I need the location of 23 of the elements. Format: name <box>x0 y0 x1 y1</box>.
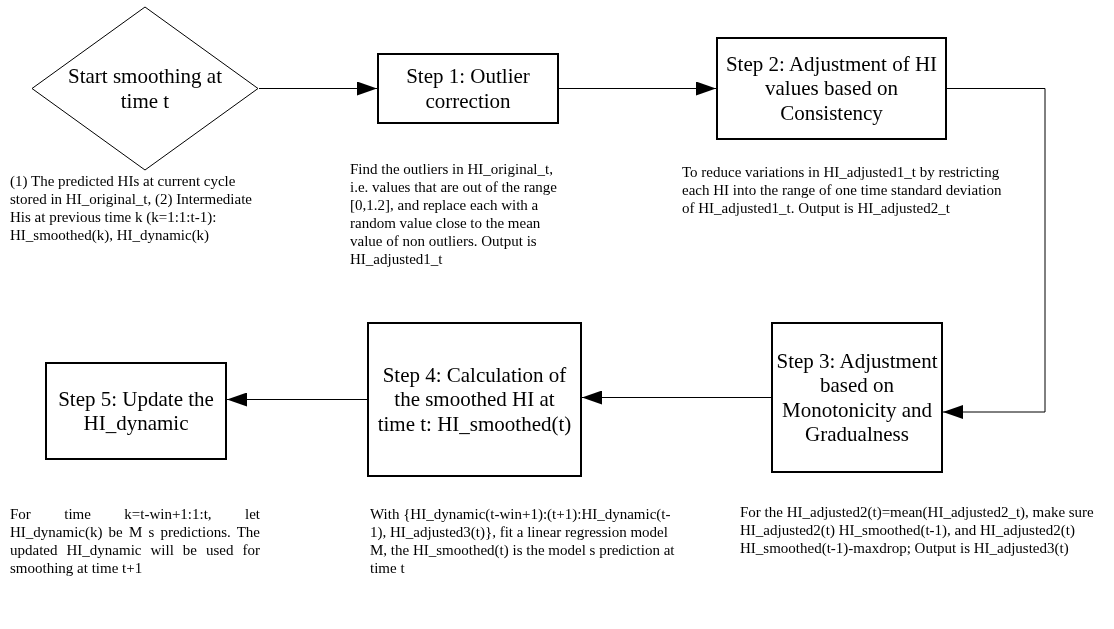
arrow <box>581 390 772 405</box>
arrow <box>258 81 378 96</box>
step-description: With {HI_dynamic(t-win+1):(t+1):HI_dynamic(t-1), HI_adjusted3(t)}, fit a linear regression model M, the HI_smoothed(t) is the model s prediction at time t <box>370 505 675 577</box>
step-description: For the HI_adjusted2(t)=mean(HI_adjusted2_t), make sure HI_adjusted2(t) HI_smoothed(t-1), and HI_adjusted2(t) HI_smoothed(t-1)-maxdrop; Output is HI_adjusted3(t) <box>740 503 1095 557</box>
arrow <box>226 392 368 407</box>
step-label: Step 3: Adjustment based on Monotonicity and Gradualness <box>775 349 939 446</box>
step-description: For time k=t-win+1:1:t, let HI_dynamic(k) be M s predictions. The updated HI_dynamic will be used for smoothing at time t+1 <box>10 505 260 577</box>
process-box <box>377 53 559 124</box>
decision-diamond <box>31 6 259 171</box>
arrow <box>942 88 1046 419</box>
arrow <box>558 81 717 96</box>
step-label: Step 5: Update the HI_dynamic <box>57 386 215 436</box>
step-description: Find the outliers in HI_original_t, i.e. values that are out of the range [0,1.2], and replace each with a random value close to the mean value of non outliers. Output is HI_adjusted1_t <box>350 160 558 268</box>
process-box <box>367 322 582 477</box>
process-box <box>771 322 943 473</box>
step-description: (1) The predicted HIs at current cycle stored in HI_original_t, (2) Intermediate His at previous time k (k=1:1:t-1): HI_smoothed(k), HI_dynamic(k) <box>10 172 253 244</box>
process-box <box>45 362 227 460</box>
process-box <box>716 37 947 140</box>
step-label: Start smoothing at time t <box>67 64 223 113</box>
step-label: Step 4: Calculation of the smoothed HI at time t: HI_smoothed(t) <box>376 363 573 436</box>
step-label: Step 1: Outlier correction <box>405 64 531 113</box>
step-label: Step 2: Adjustment of HI values based on Consistency <box>724 52 939 125</box>
step-description: To reduce variations in HI_adjusted1_t by restricting each HI into the range of one time standard deviation of HI_adjusted1_t. Output is HI_adjusted2_t <box>682 163 1003 217</box>
